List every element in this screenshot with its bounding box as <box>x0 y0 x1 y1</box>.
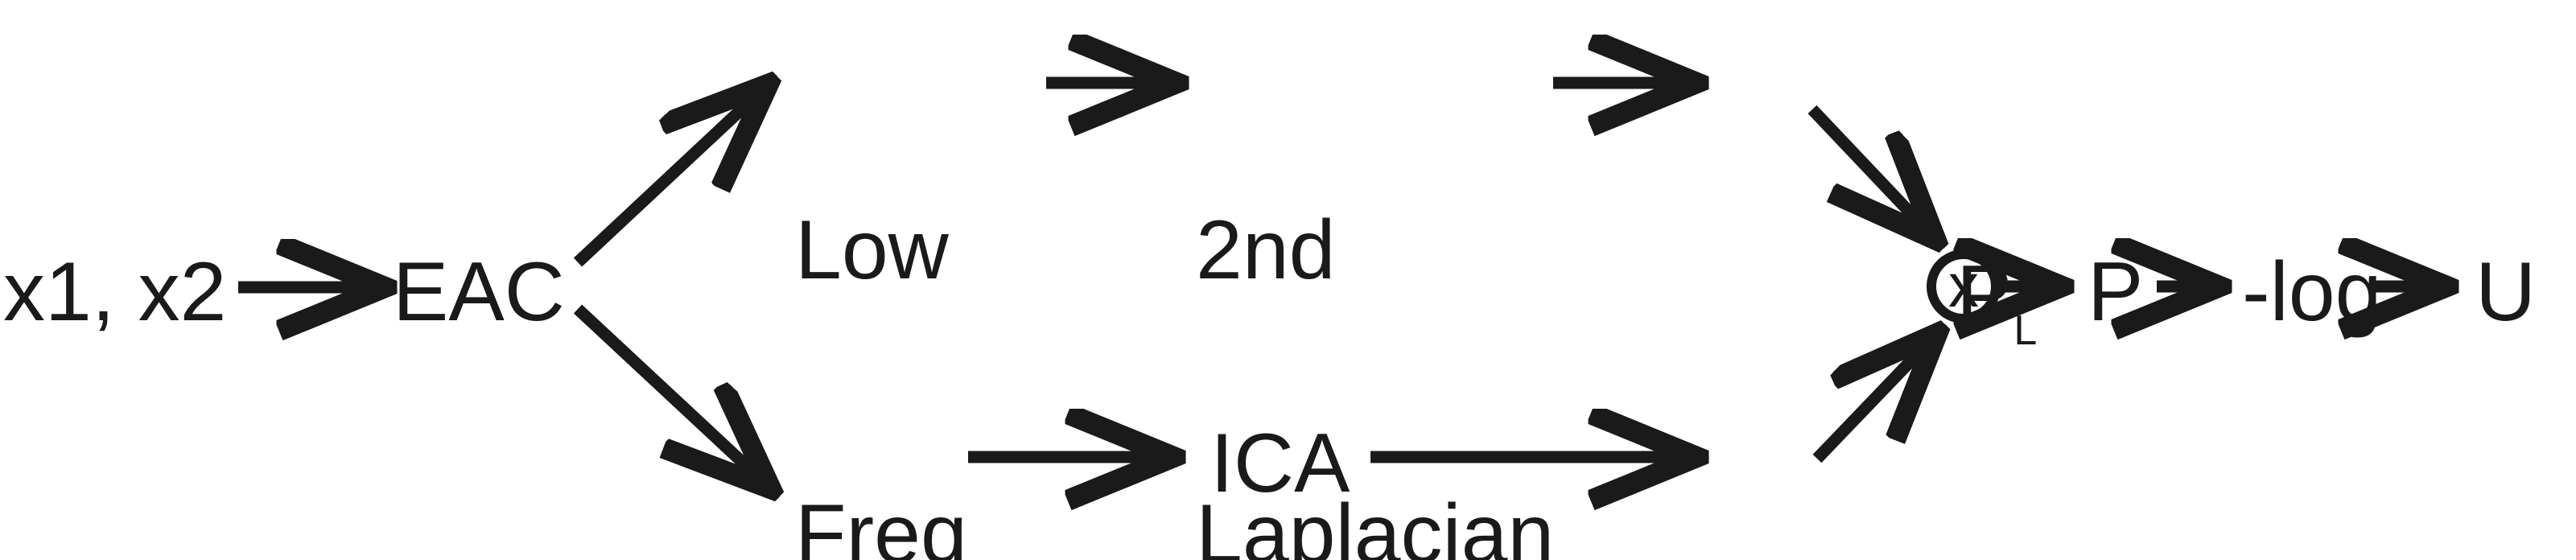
node-p-joint: P <box>2088 245 2144 339</box>
node-low-freq-line1: Low <box>795 204 949 298</box>
node-second-laplacian: 2nd Laplacian <box>1196 14 1554 560</box>
node-low-freq-line2: Freq <box>795 487 967 560</box>
node-high-freq: High Freq <box>769 378 942 560</box>
edge-eac-to-low-freq <box>573 90 762 267</box>
edge-p-high-to-multiply <box>1812 340 1931 463</box>
node-p-low: PL <box>1724 60 2038 533</box>
multiply-operator-label: x <box>1948 252 1979 320</box>
node-second-laplacian-line2: Laplacian <box>1196 487 1555 560</box>
node-input-x1-x2: x1, x2 <box>3 245 227 339</box>
node-output-u: U <box>2475 245 2537 339</box>
node-p-low-subscript: L <box>2013 307 2038 355</box>
node-low-freq: Low Freq <box>795 14 967 560</box>
node-p-low-base-letter: P <box>1956 249 2013 343</box>
node-p-high: PH <box>1722 417 2041 560</box>
node-second-laplacian-line1: 2nd <box>1196 204 1336 298</box>
edge-p-low-to-multiply <box>1807 105 1930 233</box>
node-ica: ICA <box>1210 417 1350 510</box>
node-p-high-base: PH <box>1816 512 2041 560</box>
node-eac: EAC <box>393 245 565 339</box>
node-p-low-base: PL <box>1817 154 2038 439</box>
node-neg-log: -log <box>2242 245 2382 339</box>
edge-eac-to-high-freq <box>573 304 765 483</box>
